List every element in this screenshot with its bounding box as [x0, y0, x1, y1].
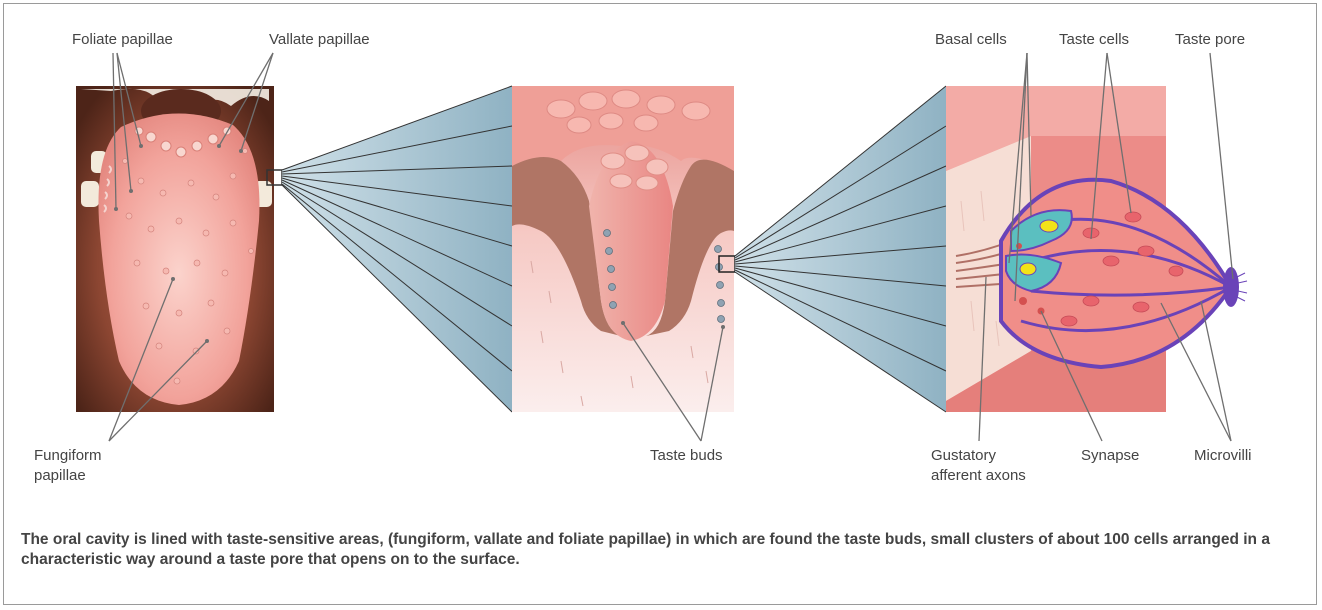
label-basal-cells: Basal cells [935, 31, 1007, 49]
papilla-panel [512, 86, 735, 412]
taste-anatomy-diagram [4, 4, 1318, 606]
figure-frame: Foliate papillae Vallate papillae Fungif… [3, 3, 1317, 605]
label-synapse: Synapse [1081, 447, 1139, 465]
label-taste-pore: Taste pore [1175, 31, 1245, 49]
label-fungiform-line1: Fungiform [34, 447, 102, 465]
tongue [98, 113, 259, 405]
label-foliate-papillae: Foliate papillae [72, 31, 173, 49]
tongue-panel [76, 86, 282, 412]
zoom-connector-1 [282, 86, 512, 412]
label-fungiform-line2: papillae [34, 467, 86, 485]
zoom-connector-2 [735, 86, 946, 412]
label-taste-buds: Taste buds [650, 447, 723, 465]
label-gustatory-line1: Gustatory [931, 447, 996, 465]
taste-bud-panel [946, 86, 1247, 412]
label-gustatory-line2: afferent axons [931, 467, 1026, 485]
label-taste-cells: Taste cells [1059, 31, 1129, 49]
label-microvilli: Microvilli [1194, 447, 1252, 465]
label-vallate-papillae: Vallate papillae [269, 31, 370, 49]
figure-caption: The oral cavity is lined with taste-sens… [21, 530, 1311, 570]
